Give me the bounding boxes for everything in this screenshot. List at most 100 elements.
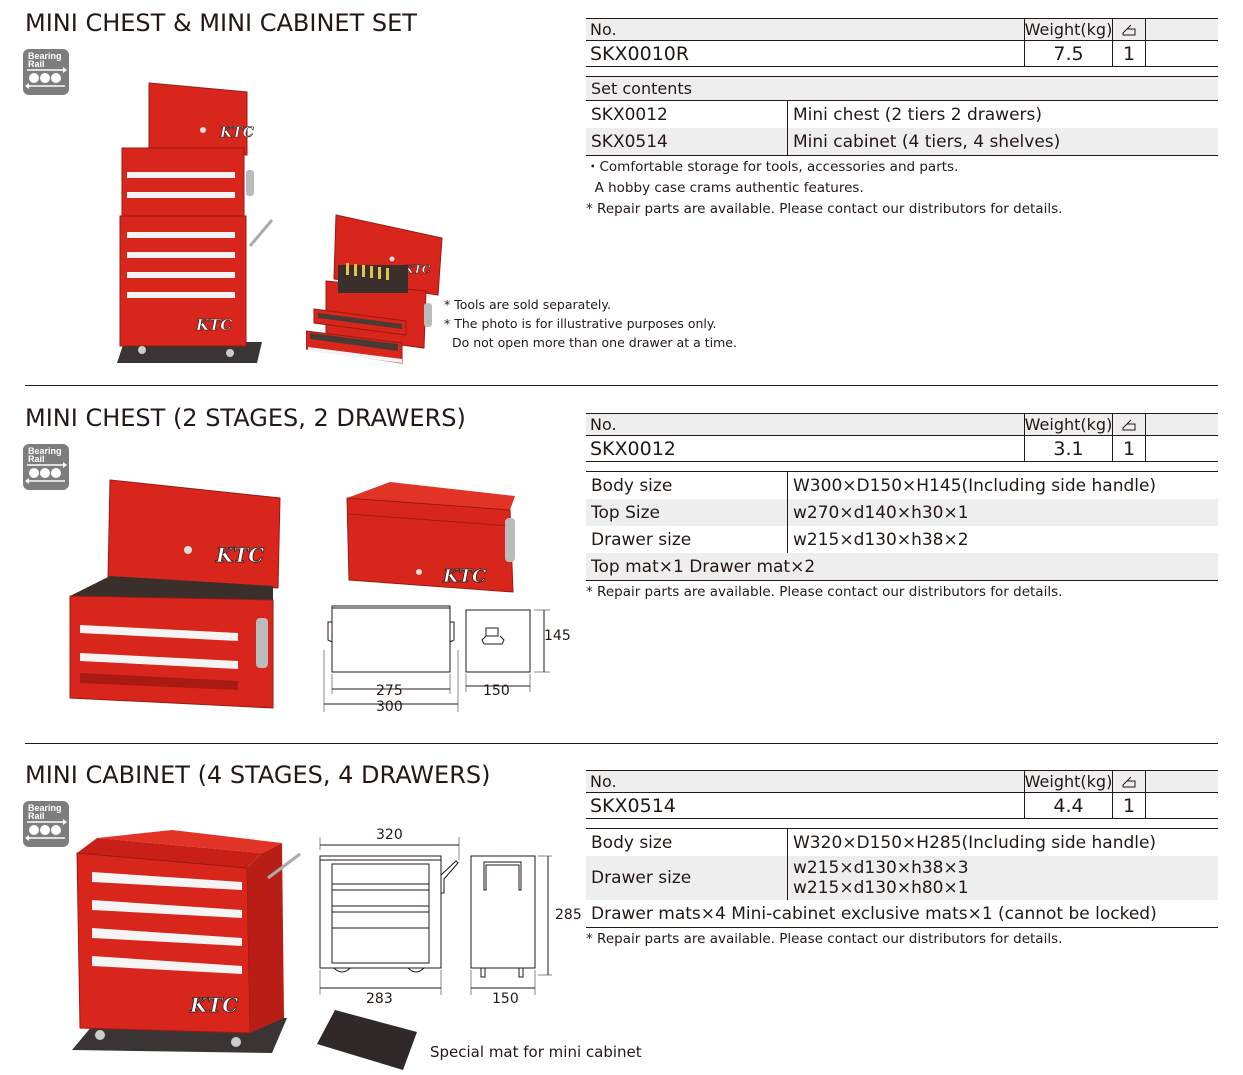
mini-chest-open-photo: KTC xyxy=(69,479,281,709)
table-row: SKX0012 Mini chest (2 tiers 2 drawers) xyxy=(586,101,1218,128)
special-mat-photo xyxy=(317,1010,417,1070)
table-row: Body size W300×D150×H145(Including side … xyxy=(586,472,1218,499)
table-row: Drawer size w215×d130×h38×3 w215×d130×h8… xyxy=(586,856,1218,900)
product-qty: 1 xyxy=(1112,793,1146,818)
product-qty: 1 xyxy=(1112,436,1146,461)
spec-details-table: Body size W320×D150×H285(Including side … xyxy=(586,828,1218,928)
table-row: Drawer size w215×d130×h38×2 xyxy=(586,526,1218,553)
box-icon xyxy=(1122,419,1136,430)
dim-height: 145 xyxy=(544,628,571,644)
mini-chest-dimension-drawing xyxy=(323,605,550,712)
table-row: SKX0010R 7.5 1 xyxy=(586,41,1218,67)
spec-value: W320×D150×H285(Including side handle) xyxy=(793,832,1157,853)
item-number: SKX0514 xyxy=(586,128,788,155)
accessories-row: Drawer mats×4 Mini-cabinet exclusive mat… xyxy=(586,900,1218,927)
table-row: Top Size w270×d140×h30×1 xyxy=(586,499,1218,526)
table-row: SKX0514 Mini cabinet (4 tiers, 4 shelves… xyxy=(586,128,1218,155)
image-notes: * Tools are sold separately. * The photo… xyxy=(444,297,737,350)
set-contents-header: Set contents xyxy=(586,77,1218,101)
table-header-row: No. Weight(kg) xyxy=(586,770,1218,793)
bearing-rail-icon xyxy=(25,819,67,841)
spec-label: Drawer size xyxy=(586,526,788,553)
item-number: SKX0012 xyxy=(586,101,788,128)
header-no: No. xyxy=(590,772,617,791)
svg-text:KTC: KTC xyxy=(219,125,254,141)
header-weight: Weight(kg) xyxy=(1024,19,1113,40)
product-spec-table: No. Weight(kg) SKX0010R 7.5 1 xyxy=(586,18,1218,67)
spec-value: w270×d140×h30×1 xyxy=(793,502,969,523)
section-notes: * Repair parts are available. Please con… xyxy=(586,584,1063,600)
spec-label: Drawer size xyxy=(586,856,788,900)
chest-with-tools-photo: KTC xyxy=(306,214,443,364)
table-row: SKX0514 4.4 1 xyxy=(586,793,1218,819)
product-number: SKX0514 xyxy=(590,794,676,817)
header-qty xyxy=(1112,19,1146,40)
product-qty: 1 xyxy=(1112,41,1146,66)
product-weight: 3.1 xyxy=(1024,436,1112,461)
dim-top-width: 320 xyxy=(376,827,403,843)
dim-depth: 150 xyxy=(492,991,519,1007)
product-number: SKX0010R xyxy=(590,42,690,65)
item-description: Mini cabinet (4 tiers, 4 shelves) xyxy=(793,131,1061,152)
product-weight: 7.5 xyxy=(1024,41,1112,66)
spec-label: Body size xyxy=(586,829,788,856)
box-icon xyxy=(1122,776,1136,787)
spec-value: w215×d130×h38×3 w215×d130×h80×1 xyxy=(793,858,969,898)
section-title: MINI CHEST (2 STAGES, 2 DRAWERS) xyxy=(25,404,466,432)
header-weight: Weight(kg) xyxy=(1024,414,1113,435)
table-row: SKX0012 3.1 1 xyxy=(586,436,1218,462)
section-divider xyxy=(25,743,1218,744)
mat-caption: Special mat for mini cabinet xyxy=(430,1043,642,1061)
spec-value: W300×D150×H145(Including side handle) xyxy=(793,475,1157,496)
section-notes: ・Comfortable storage for tools, accessor… xyxy=(586,159,1063,217)
section-divider xyxy=(25,385,1218,386)
section-notes: * Repair parts are available. Please con… xyxy=(586,931,1063,947)
dim-depth: 150 xyxy=(483,683,510,699)
header-weight: Weight(kg) xyxy=(1024,771,1113,792)
accessories: Top mat×1 Drawer mat×2 xyxy=(591,556,816,577)
dim-bottom-width: 283 xyxy=(366,991,393,1007)
table-header-row: No. Weight(kg) xyxy=(586,18,1218,41)
mini-cabinet-photo: KTC xyxy=(72,830,301,1053)
product-number: SKX0012 xyxy=(590,437,676,460)
svg-text:KTC: KTC xyxy=(442,566,487,587)
dim-inner-width: 275 xyxy=(376,683,403,699)
item-description: Mini chest (2 tiers 2 drawers) xyxy=(793,104,1043,125)
box-icon xyxy=(1122,24,1136,35)
bearing-rail-icon xyxy=(25,67,67,89)
svg-text:KTC: KTC xyxy=(195,316,232,334)
accessories: Drawer mats×4 Mini-cabinet exclusive mat… xyxy=(591,903,1157,924)
svg-text:KTC: KTC xyxy=(403,263,431,276)
spec-details-table: Body size W300×D150×H145(Including side … xyxy=(586,471,1218,581)
svg-text:KTC: KTC xyxy=(189,993,238,1017)
dim-width: 300 xyxy=(376,699,403,715)
set-contents-table: Set contents SKX0012 Mini chest (2 tiers… xyxy=(586,76,1218,156)
mini-cabinet-dimension-drawing xyxy=(319,837,552,995)
product-spec-table: No. Weight(kg) SKX0012 3.1 1 xyxy=(586,413,1218,462)
spec-label: Body size xyxy=(586,472,788,499)
dim-height: 285 xyxy=(555,907,582,923)
mini-chest-closed-photo: KTC xyxy=(346,482,515,593)
svg-text:KTC: KTC xyxy=(215,543,264,567)
bearing-rail-icon xyxy=(25,462,67,484)
table-row: Body size W320×D150×H285(Including side … xyxy=(586,829,1218,856)
header-qty xyxy=(1112,414,1146,435)
header-no: No. xyxy=(590,20,617,39)
product-spec-table: No. Weight(kg) SKX0514 4.4 1 xyxy=(586,770,1218,819)
header-qty xyxy=(1112,771,1146,792)
product-weight: 4.4 xyxy=(1024,793,1112,818)
spec-value: w215×d130×h38×2 xyxy=(793,529,969,550)
accessories-row: Top mat×1 Drawer mat×2 xyxy=(586,553,1218,580)
section-title: MINI CABINET (4 STAGES, 4 DRAWERS) xyxy=(25,761,491,789)
set-product-photo: KTC KTC xyxy=(117,82,274,363)
table-header-row: No. Weight(kg) xyxy=(586,413,1218,436)
section-title: MINI CHEST & MINI CABINET SET xyxy=(25,9,417,37)
header-no: No. xyxy=(590,415,617,434)
